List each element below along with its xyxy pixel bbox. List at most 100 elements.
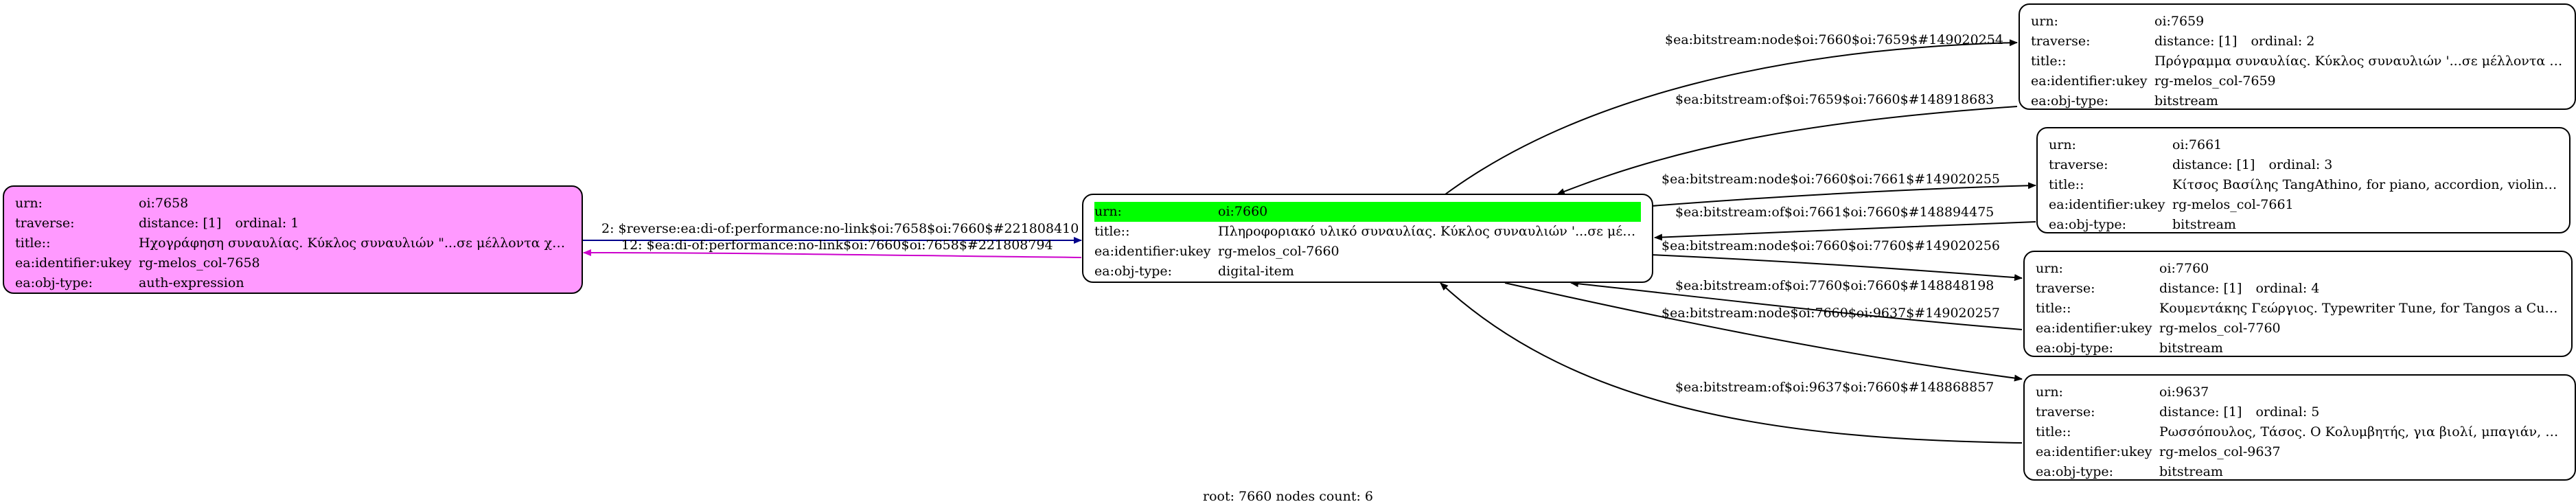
traverse-distance: distance: [1] bbox=[2159, 281, 2242, 296]
row-value: bitstream bbox=[2159, 341, 2223, 356]
row-key: traverse: bbox=[15, 216, 75, 231]
row-value: rg-melos_col-7659 bbox=[2154, 73, 2276, 89]
row-value: distance: [1] ordinal: 3 bbox=[2172, 155, 2558, 175]
edge-node-7660-7661 bbox=[1651, 182, 2036, 207]
node-row-ukey: ea:identifier:ukey rg-melos_col-7760 bbox=[2036, 319, 2560, 339]
row-key: ea:obj-type: bbox=[2031, 93, 2109, 108]
edge-node-7660-7659 bbox=[1445, 39, 2018, 195]
row-value: Πρόγραμμα συναυλίας. Κύκλος συναυλιών '.… bbox=[2154, 54, 2564, 69]
traverse-ordinal: ordinal: 3 bbox=[2268, 157, 2333, 172]
row-key: title:: bbox=[1094, 224, 1130, 239]
node-row-traverse: traverse: distance: [1]ordinal: 1 bbox=[15, 214, 571, 233]
node-7659[interactable]: urn: oi:7659 traverse: distance: [1] ordi… bbox=[2019, 3, 2576, 110]
row-key: urn: bbox=[15, 196, 43, 211]
node-row-title: title:: Πληροφοριακό υλικό συναυλίας. Κύ… bbox=[1094, 222, 1641, 242]
row-key: ea:obj-type: bbox=[2049, 217, 2127, 232]
row-value: distance: [1]ordinal: 4 bbox=[2159, 279, 2560, 299]
node-9637[interactable]: urn: oi:9637 traverse: distance: [1]ordi… bbox=[2023, 374, 2576, 481]
row-value: distance: [1]ordinal: 1 bbox=[139, 214, 571, 233]
edge-label-reverse: 2: $reverse:ea:di-of:performance:no-link… bbox=[601, 221, 1079, 236]
row-value: distance: [1] ordinal: 5 bbox=[2159, 402, 2564, 422]
row-key: ea:obj-type: bbox=[2036, 341, 2114, 356]
row-value: Ρωσσόπουλος, Τάσος. Ο Κολυμβητής, για βι… bbox=[2159, 424, 2564, 439]
row-key: ea:obj-type: bbox=[15, 275, 93, 290]
traverse-distance: distance: [1] bbox=[139, 216, 222, 231]
row-key: urn: bbox=[1094, 204, 1122, 219]
node-7658[interactable]: urn: oi:7658 traverse: distance: [1]ordi… bbox=[3, 185, 583, 294]
row-key: urn: bbox=[2036, 385, 2063, 400]
traverse-ordinal: ordinal: 5 bbox=[2255, 404, 2320, 420]
row-value: digital-item bbox=[1218, 264, 1294, 279]
node-row-ukey: ea:identifier:ukey rg-melos_col-9637 bbox=[2036, 442, 2564, 462]
edge-label-of-7760: $ea:bitstream:of$oi:7760$oi:7660$#148848… bbox=[1675, 278, 1994, 293]
traverse-ordinal: ordinal: 2 bbox=[2251, 34, 2315, 49]
edge-of-7659-7660 bbox=[1556, 106, 2018, 195]
graph-footer: root: 7660 nodes count: 6 bbox=[1202, 489, 1374, 504]
row-value: rg-melos_col-7661 bbox=[2172, 197, 2294, 212]
row-key: traverse: bbox=[2049, 157, 2108, 172]
row-key: title:: bbox=[2031, 54, 2067, 69]
node-row-traverse: traverse: distance: [1] ordinal: 2 bbox=[2031, 32, 2564, 51]
node-row-obj-type: ea:obj-type: bitstream bbox=[2049, 215, 2558, 235]
row-value: oi:7660 bbox=[1218, 204, 1268, 219]
edge-of-9637-7660 bbox=[1440, 282, 2023, 444]
row-key: title:: bbox=[2036, 301, 2071, 316]
node-row-ukey: ea:identifier:ukey rg-melos_col-7659 bbox=[2031, 71, 2564, 91]
row-value: rg-melos_col-7760 bbox=[2159, 321, 2281, 336]
node-row-urn: urn: oi:7660 bbox=[1094, 202, 1641, 222]
traverse-distance: distance: [1] bbox=[2154, 34, 2238, 49]
row-key: ea:identifier:ukey bbox=[2049, 197, 2165, 212]
row-value: rg-melos_col-7660 bbox=[1218, 244, 1339, 259]
node-row-traverse: traverse: distance: [1]ordinal: 5 bbox=[2036, 402, 2564, 422]
node-7760[interactable]: urn: oi:7760 traverse: distance: [1]ordi… bbox=[2023, 251, 2573, 357]
node-root-7660[interactable]: urn: oi:7660 title:: Πληροφοριακό υλικό … bbox=[1082, 194, 1653, 283]
node-row-obj-type: ea:obj-type: bitstream bbox=[2031, 91, 2564, 111]
edge-label-node-7659: $ea:bitstream:node$oi:7660$oi:7659$#1490… bbox=[1665, 32, 2003, 47]
edge-label-di-of: 12: $ea:di-of:performance:no-link$oi:766… bbox=[621, 238, 1053, 253]
edge-label-node-7661: $ea:bitstream:node$oi:7660$oi:7661$#1490… bbox=[1661, 172, 2000, 187]
node-row-urn: urn: oi:7659 bbox=[2031, 12, 2564, 32]
edge-of-7760-7660 bbox=[1570, 280, 2023, 330]
edge-node-7660-7760 bbox=[1651, 254, 2023, 282]
row-value: Κίτσος Βασίλης TangAthino, for piano, ac… bbox=[2172, 177, 2558, 192]
row-key: traverse: bbox=[2036, 281, 2095, 296]
node-7661[interactable]: urn: oi:7661 traverse: distance: [1]ordi… bbox=[2036, 127, 2571, 233]
row-value: rg-melos_col-9637 bbox=[2159, 444, 2281, 459]
node-row-traverse: traverse: distance: [1]ordinal: 4 bbox=[2036, 279, 2560, 299]
row-value: oi:9637 bbox=[2159, 385, 2209, 400]
node-row-title: title:: Ηχογράφηση συναυλίας. Κύκλος συν… bbox=[15, 233, 571, 253]
node-row-urn: urn: oi:9637 bbox=[2036, 382, 2564, 402]
node-row-title: title:: Πρόγραμμα συναυλίας. Κύκλος συνα… bbox=[2031, 51, 2564, 71]
node-row-urn: urn: oi:7760 bbox=[2036, 259, 2560, 279]
row-value: Πληροφοριακό υλικό συναυλίας. Κύκλος συν… bbox=[1218, 224, 1641, 239]
row-value: Κουμεντάκης Γεώργιος. Typewriter Tune, f… bbox=[2159, 301, 2560, 316]
node-row-obj-type: ea:obj-type: auth-expression bbox=[15, 273, 571, 293]
edge-label-of-7661: $ea:bitstream:of$oi:7661$oi:7660$#148894… bbox=[1675, 205, 1994, 220]
row-key: urn: bbox=[2031, 14, 2058, 29]
row-value: bitstream bbox=[2154, 93, 2218, 108]
row-key: title:: bbox=[15, 236, 51, 251]
row-value: oi:7661 bbox=[2172, 137, 2222, 152]
row-key: traverse: bbox=[2031, 34, 2091, 49]
row-key: title:: bbox=[2049, 177, 2084, 192]
edge-label-of-7659: $ea:bitstream:of$oi:7659$oi:7660$#148918… bbox=[1675, 92, 1994, 107]
traverse-distance: distance: [1] bbox=[2159, 404, 2242, 420]
node-row-traverse: traverse: distance: [1] ordinal: 3 bbox=[2049, 155, 2558, 175]
node-row-ukey: ea:identifier:ukey rg-melos_col-7658 bbox=[15, 253, 571, 273]
row-key: ea:identifier:ukey bbox=[2036, 444, 2152, 459]
row-value: auth-expression bbox=[139, 275, 244, 290]
edge-label-node-7760: $ea:bitstream:node$oi:7660$oi:7760$#1490… bbox=[1661, 238, 2000, 253]
traverse-distance: distance: [1] bbox=[2172, 157, 2255, 172]
row-key: ea:identifier:ukey bbox=[2031, 73, 2148, 89]
row-value: Ηχογράφηση συναυλίας. Κύκλος συναυλιών "… bbox=[139, 236, 571, 251]
row-value: bitstream bbox=[2172, 217, 2236, 232]
row-key: ea:identifier:ukey bbox=[2036, 321, 2152, 336]
row-value: oi:7760 bbox=[2159, 261, 2209, 276]
node-row-title: title:: Κίτσος Βασίλης TangAthino, for p… bbox=[2049, 175, 2558, 195]
node-row-urn: urn: oi:7658 bbox=[15, 194, 571, 214]
row-key: ea:identifier:ukey bbox=[1094, 244, 1211, 259]
row-value: oi:7659 bbox=[2154, 14, 2205, 29]
row-value: bitstream bbox=[2159, 464, 2223, 479]
edge-of-7661-7660 bbox=[1654, 221, 2036, 241]
node-row-obj-type: ea:obj-type: bitstream bbox=[2036, 339, 2560, 358]
